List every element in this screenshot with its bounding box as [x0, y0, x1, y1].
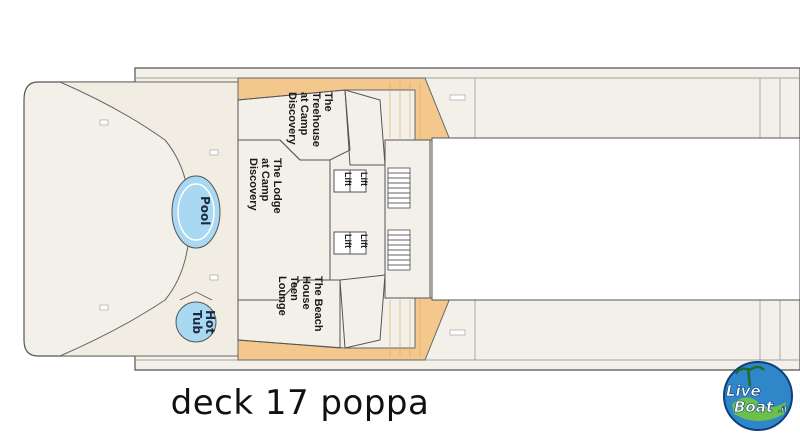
lift-label-2: Lift [359, 172, 369, 186]
interior-walls [237, 89, 431, 349]
lift-label-4: Lift [359, 234, 369, 248]
stairs [387, 167, 411, 271]
hot-tub-steps [179, 291, 213, 301]
lift-shafts [333, 169, 367, 255]
logo-line-1: Live [726, 382, 761, 400]
lift-label-1: Lift [343, 172, 353, 186]
lift-label-3: Lift [343, 234, 353, 248]
pool [171, 175, 221, 249]
pool-inner [177, 183, 215, 241]
hot-tub-label: Hot Tub [190, 310, 217, 338]
deck-loungers [99, 94, 466, 336]
logo-palm-icon [734, 365, 765, 387]
deck-caption: deck 17 poppa [170, 383, 430, 423]
deck-planks [389, 82, 421, 356]
logo-suffix: .it [778, 405, 789, 414]
logo-land [732, 397, 786, 421]
liveboat-logo: Live Boat .it [723, 361, 793, 431]
central-void [431, 137, 800, 301]
hot-tub [175, 301, 217, 343]
beach-house-label: The Beach House Teen Lounge [276, 276, 324, 335]
treehouse-label: The Treehouse at Camp Discovery [286, 92, 334, 150]
pool-label: Pool [198, 196, 212, 225]
logo-line-2: Boat [734, 398, 774, 416]
lodge-label: The Lodge at Camp Discovery [247, 158, 283, 217]
